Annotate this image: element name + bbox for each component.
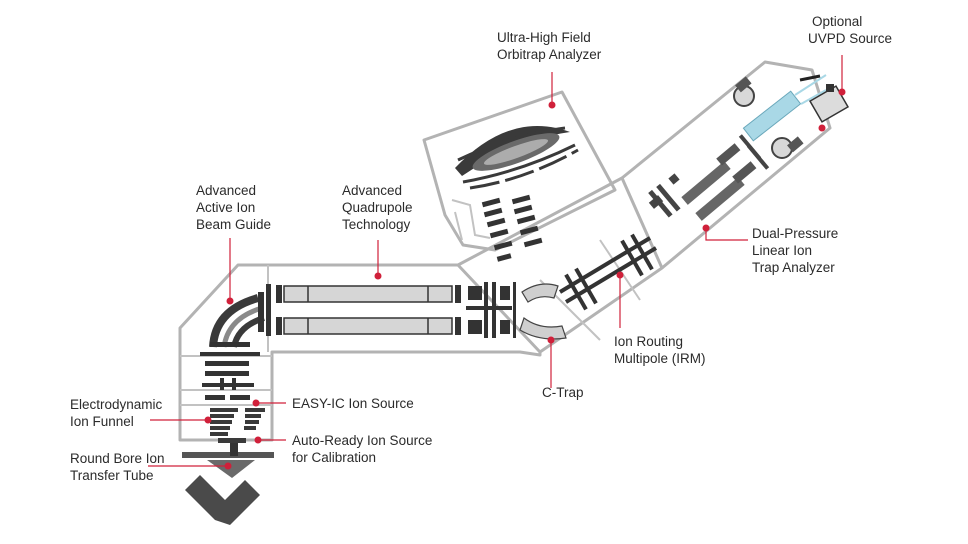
ion-routing-multipole xyxy=(558,233,658,311)
label-line: Dual-Pressure xyxy=(752,226,839,241)
label-line: Electrodynamic xyxy=(70,397,163,412)
label-linear-ion-trap: Dual-Pressure Linear Ion Trap Analyzer xyxy=(752,225,838,276)
label-line: for Calibration xyxy=(292,450,377,465)
label-ion-routing-multipole: Ion Routing Multipole (IRM) xyxy=(614,333,706,367)
label-line: Ion Routing xyxy=(614,334,684,349)
label-line: Beam Guide xyxy=(196,217,272,232)
housing-outline xyxy=(178,60,832,442)
callout-lines xyxy=(148,55,843,467)
label-line: Linear Ion xyxy=(752,243,813,258)
label-c-trap: C-Trap xyxy=(542,384,584,401)
label-line: Ultra-High Field xyxy=(497,30,591,45)
orbitrap-analyzer xyxy=(455,125,579,262)
label-quadrupole: Advanced Quadrupole Technology xyxy=(342,182,413,233)
label-line: Technology xyxy=(342,217,411,232)
transfer-lenses xyxy=(466,282,516,338)
label-line: Auto-Ready Ion Source xyxy=(292,433,433,448)
label-line: Optional xyxy=(812,14,863,29)
uvpd-source xyxy=(799,74,850,123)
label-beam-guide: Advanced Active Ion Beam Guide xyxy=(196,182,271,233)
callout-dots xyxy=(204,88,846,470)
label-line: Active Ion xyxy=(196,200,256,215)
label-line: Trap Analyzer xyxy=(752,260,835,275)
label-line: EASY-IC Ion Source xyxy=(292,396,414,411)
transfer-tube xyxy=(182,440,274,525)
quadrupole xyxy=(276,285,461,335)
label-ion-funnel: Electrodynamic Ion Funnel xyxy=(70,396,162,430)
label-line: Quadrupole xyxy=(342,200,413,215)
label-auto-ready-source: Auto-Ready Ion Source for Calibration xyxy=(292,432,432,466)
label-orbitrap-analyzer: Ultra-High Field Orbitrap Analyzer xyxy=(497,29,601,63)
label-line: Multipole (IRM) xyxy=(614,351,706,366)
lens-stack-lower xyxy=(200,352,260,400)
label-line: Round Bore Ion xyxy=(70,451,165,466)
label-easy-ic-source: EASY-IC Ion Source xyxy=(292,395,414,412)
c-trap xyxy=(519,283,567,340)
label-line: C-Trap xyxy=(542,385,584,400)
ion-funnel xyxy=(210,408,265,443)
label-transfer-tube: Round Bore Ion Transfer Tube xyxy=(70,450,165,484)
label-line: Advanced xyxy=(196,183,257,198)
linear-ion-trap xyxy=(648,76,804,221)
label-line: Transfer Tube xyxy=(70,468,154,483)
label-line: Orbitrap Analyzer xyxy=(497,47,602,62)
uvpd-beam-path xyxy=(742,74,827,142)
label-line: Ion Funnel xyxy=(70,414,134,429)
label-line: UVPD Source xyxy=(808,31,893,46)
label-line: Advanced xyxy=(342,183,403,198)
active-beam-guide xyxy=(209,284,271,348)
label-uvpd-source: Optional UVPD Source xyxy=(808,13,892,47)
